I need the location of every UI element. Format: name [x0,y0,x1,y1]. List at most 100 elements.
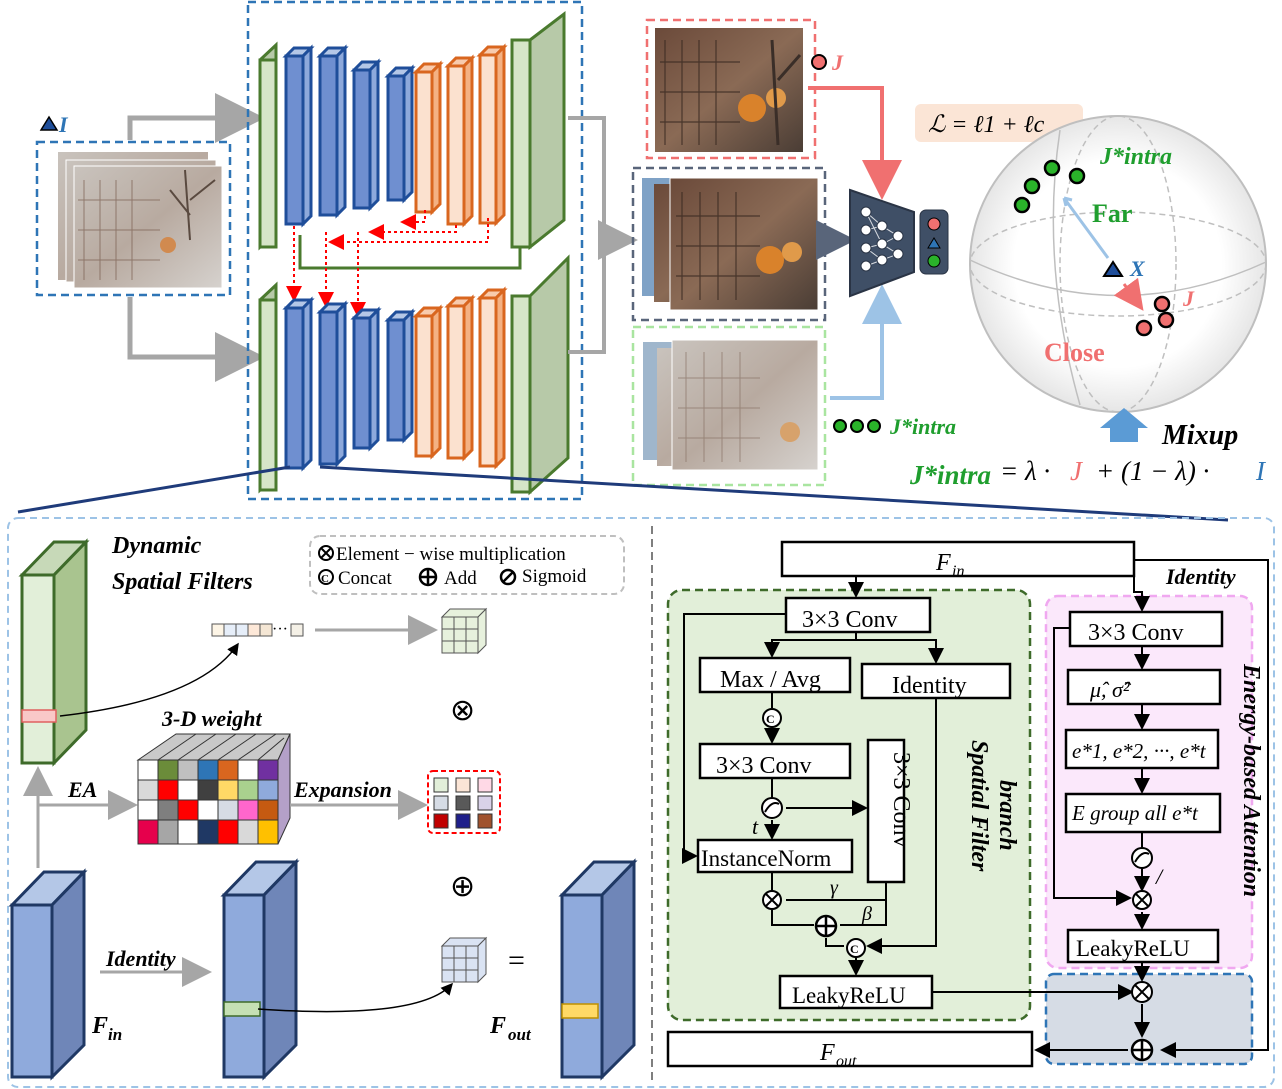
arrow-jintra-to-discriminator [830,284,902,400]
identity-to-kernel-arrow [257,982,453,1013]
fin-slab [8,868,88,1081]
bottom-panel-box [7,517,1275,1088]
loss-box [915,104,1083,142]
unet-top [258,10,566,270]
expanded-weight [427,770,501,834]
ea-branch-label: Energy-based Attention [1238,663,1264,897]
ea-group [1064,792,1222,834]
sf-conv2-label: 3×3 Conv [716,753,812,779]
sf-leaky [778,974,934,1010]
fin-label: F [91,1013,108,1039]
mult-op: ⊗ [450,694,475,727]
fout-label-sub: out [508,1025,532,1044]
ea-div-label: / [1154,864,1164,889]
concat-icon [318,569,334,585]
sphere-j-points [1135,295,1175,337]
equals-sign: = [508,944,525,977]
skip-connections [286,210,489,318]
sf-beta-label: β [861,903,872,925]
fin-box-sub: in [952,563,964,580]
sphere-x-triangle-icon [1102,260,1124,277]
ea-stats-label: μ̂, σ̂² [1089,677,1132,702]
arrow-input-to-encoder2 [127,297,265,382]
sigmoid-icon [499,568,517,586]
output-marker-jintra [833,419,881,433]
loss-formula: ℒ = ℓ1 + ℓc [928,112,1045,138]
input-image-stack [35,140,232,297]
fin-label-sub: in [108,1025,122,1044]
arrow-unet-outputs [568,116,630,354]
ea-energies [1064,728,1220,770]
sf-concat-icon [762,708,782,728]
close-arrow [1113,277,1144,311]
sf-mult-icon [762,890,782,910]
add-op: ⊕ [450,870,475,903]
dsf-title-line2: Spatial Filters [112,569,253,595]
svg-text:+ (1 − λ) ·: + (1 − λ) · [1096,456,1209,486]
sf-conv1 [784,596,932,634]
identity-slab [220,858,300,1081]
ea-energies-label: e*1, e*2, ···, e*t [1072,739,1207,763]
svg-text:I: I [1255,456,1267,486]
sf-conv1-label: 3×3 Conv [802,607,898,633]
sphere-label-x: X [1129,256,1146,281]
sf-maxavg-label: Max / Avg [720,667,821,693]
identity-label-left: Identity [105,946,176,971]
fusion-add-icon [1130,1038,1154,1062]
ea-conv-label: 3×3 Conv [1088,620,1184,646]
filter-sequence [211,623,304,637]
svg-text:= λ ·: = λ · [1000,456,1050,486]
svg-text:J: J [1070,456,1084,486]
mult-icon [318,545,334,561]
sf-conv3 [866,738,906,884]
svg-text:J*intra: J*intra [909,460,991,490]
ea-branch-arrows [1034,559,1269,1058]
sf-conv2 [698,742,852,780]
sf-sigmoid-icon [761,797,783,819]
kernel-cube-top [440,607,488,655]
ea-label: EA [67,777,97,802]
far-arrow [1062,196,1110,259]
slab-to-seq-arrow [59,642,239,717]
ea-group-label: E group all e*t [1071,801,1199,825]
expansion-label: Expansion [293,777,392,802]
sphere-label-far: Far [1092,199,1132,228]
label-jintra: J*intra [889,414,956,439]
sf-branch-arrows [682,576,1134,1000]
sf-maxavg [698,656,852,694]
sphere-label-j: J [1182,286,1195,311]
sf-instnorm-label: InstanceNorm [701,846,831,871]
sphere-label-close: Close [1044,338,1105,367]
input-label: I [58,112,69,137]
fout-box-sub: out [836,1053,857,1070]
sf-leaky-label: LeakyReLU [792,983,906,1008]
weight-cube [136,733,291,845]
ea-mult-icon [1132,890,1152,910]
sf-branch-label-1: Spatial Filter [966,740,992,872]
svg-text:Sigmoid: Sigmoid [522,566,587,587]
sf-instnorm [696,838,854,874]
image-x [631,166,827,322]
mixup-label: Mixup [1161,420,1238,451]
sf-t-label: t [752,814,759,839]
sphere-jintra-points [1013,159,1086,214]
arrow-input-to-encoder1 [127,93,265,143]
ea-stats [1066,668,1222,706]
mixup-formula: J*intra = λ · J + (1 − λ) · I [909,456,1267,490]
ea-leaky [1066,928,1220,964]
sf-gamma-label: γ [830,877,839,899]
fout-slab [558,858,638,1081]
ea-conv [1068,610,1224,648]
svg-text:Element − wise multiplication: Element − wise multiplication [336,544,566,565]
output-marker-j [811,54,827,70]
legend-box [309,535,625,595]
legend: Element − wise multiplication C Concat A… [318,544,587,589]
svg-text:C: C [766,712,775,726]
sphere-label-jintra: J*intra [1099,144,1172,170]
fout-box-label: F [819,1040,835,1066]
weight-label: 3-D weight [161,706,263,731]
zoom-line-left [17,465,291,514]
dynamic-filter-slab [18,538,90,767]
kernel-cube-bottom [440,936,488,984]
image-j [645,18,817,160]
